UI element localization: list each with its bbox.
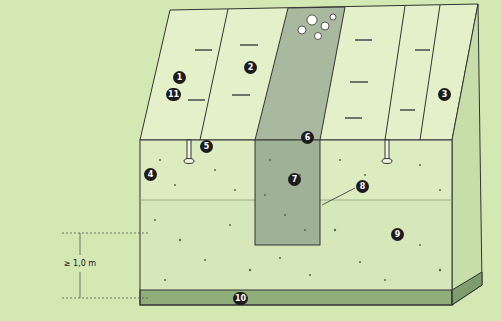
callout-number: 6	[301, 131, 314, 144]
callout-text: 8	[360, 183, 366, 191]
callout-number: 8	[356, 180, 369, 193]
callout-text: 1	[177, 74, 183, 82]
callout-number: 7	[288, 173, 301, 186]
callout-number: 4	[144, 168, 157, 181]
callout-text: 7	[292, 176, 298, 184]
callout-number: 11	[166, 88, 181, 101]
callout-text: 10	[235, 295, 246, 303]
callout-text: 11	[168, 91, 179, 99]
callout-number: 1	[173, 71, 186, 84]
callout-number: 9	[391, 228, 404, 241]
callout-number: 3	[438, 88, 451, 101]
callout-text: 3	[442, 91, 448, 99]
callout-number: 10	[233, 292, 248, 305]
callout-number: 5	[200, 140, 213, 153]
callout-text: 4	[148, 171, 154, 179]
callout-text: 2	[248, 64, 254, 72]
callout-text: 9	[395, 231, 401, 239]
callout-text: 5	[204, 143, 210, 151]
callout-number: 2	[244, 61, 257, 74]
dimension-label: ≥ 1,0 m	[63, 259, 97, 268]
callout-text: 6	[305, 134, 311, 142]
